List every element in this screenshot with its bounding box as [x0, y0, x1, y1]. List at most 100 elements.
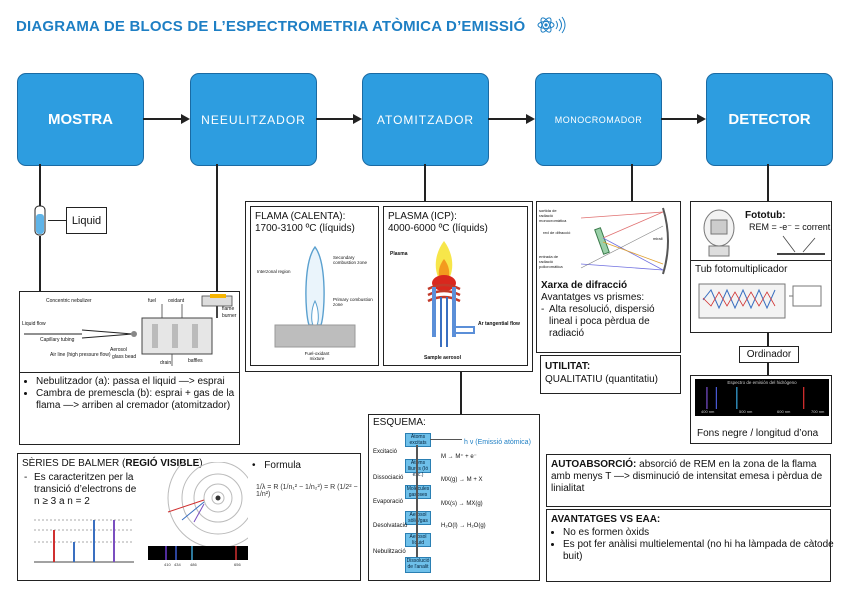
autoabsorcio-body: absorció de REM en la zona de la flama a…	[551, 459, 823, 494]
balmer-wl-3: 486	[190, 562, 197, 567]
aerosol-label: Aerosol	[110, 347, 127, 353]
balmer-wl-2: 434	[174, 562, 181, 567]
arrow-head-1	[181, 114, 190, 124]
nebulizer-notes: Nebulitzador (a): passa el liquid —> esp…	[24, 376, 246, 412]
energy-level-diagram	[34, 519, 134, 563]
esquema-reaction-2: MX(g) → M + X	[441, 477, 483, 483]
grating-subheading: Avantatges vs prismes:	[541, 292, 645, 303]
arrow-line-2	[316, 118, 353, 120]
capillary-label: Capillary tubing	[40, 337, 75, 343]
arrow-line-3	[488, 118, 526, 120]
balmer-wl-4: 656	[234, 562, 241, 567]
nebulizer-note-1: Nebulitzador (a): passa el liquid —> esp…	[36, 376, 246, 388]
esquema-box-5: Aerosol líquid	[405, 533, 431, 547]
block-atomitzador: ATOMITZADOR	[362, 73, 489, 166]
liquid-label: Liquid	[71, 214, 102, 227]
balmer-panel: SÈRIES DE BALMER (REGIÓ VISIBLE) - Es ca…	[17, 453, 361, 581]
connector-monocromador	[631, 164, 633, 201]
fototub-eq: REM = -e⁻ = corrent	[749, 222, 831, 232]
avantatges-item-2: Es pot fer anàlisi multielemental (no hi…	[563, 539, 835, 563]
esquema-step-3: Evaporació	[373, 499, 404, 505]
connector-ordinador-bottom	[767, 363, 769, 375]
autoabsorcio-heading: AUTOABSORCIÓ:	[551, 459, 637, 470]
avantatges-list: No es formen òxids Es pot fer anàlisi mu…	[551, 527, 835, 563]
esquema-step-5: Nebulització	[373, 549, 406, 555]
page-title-text: DIAGRAMA DE BLOCS DE L’ESPECTROMETRIA AT…	[16, 17, 526, 35]
utilitat-value: QUALITATIU (quantitatiu)	[545, 374, 658, 385]
esquema-box-2: Àtoms lliures (Ió exc.)	[405, 459, 431, 478]
block-atomitzador-label: ATOMITZADOR	[376, 112, 475, 127]
esquema-box-1: Àtoms excitats	[405, 433, 431, 447]
arrow-head-3	[526, 114, 535, 124]
bohr-orbit-diagram	[148, 462, 248, 560]
nebulizer-diagram	[24, 294, 233, 366]
monocromador-panel: sortida de radiació monocromàtica red de…	[536, 201, 681, 353]
block-detector-label: DETECTOR	[728, 111, 811, 128]
balmer-title-bold: REGIÓ VISIBLE	[125, 458, 200, 469]
spectrum-panel: Espectro de emisión del hidrógeno 400 nm…	[690, 375, 832, 444]
esquema-reaction-1: M → M⁺ + e⁻	[441, 454, 477, 460]
balmer-title-plain: SÈRIES DE BALMER (	[22, 458, 126, 469]
interzonal-label: Interzonal region	[257, 269, 291, 274]
spectrum-lines	[706, 387, 805, 409]
burner-label: burner	[222, 313, 237, 319]
detector-panel: Fototub: REM = -e⁻ = corrent Tub fotomul…	[690, 201, 832, 333]
esquema-box-4: Aerosol sòlid/gas	[405, 511, 431, 525]
balmer-bullet-dash: -	[24, 472, 28, 483]
grating-diagram	[580, 207, 669, 275]
flama-panel: FLAMA (CALENTA): 1700-3100 ºC (líquids) …	[250, 206, 379, 366]
esquema-emission-line	[430, 439, 462, 440]
balmer-title-end: )	[199, 458, 203, 469]
spectrum-tick-4: 700 nm	[811, 409, 825, 414]
primary-zone-label: Primary combustion zone	[333, 297, 373, 307]
fototub-title: Fototub:	[745, 210, 786, 221]
phototube-schematic	[777, 235, 825, 255]
nebulizer-panel: Concentric nebulizer Liquid flow Capilla…	[19, 291, 240, 445]
baffles-label: baffles	[188, 358, 203, 364]
esquema-reaction-3: MX(s) → MX(g)	[441, 501, 483, 507]
liquid-flow-label: Liquid flow	[22, 321, 46, 327]
secondary-zone-label: Secondary combustion zone	[333, 255, 368, 265]
block-mostra: MOSTRA	[17, 73, 144, 166]
esquema-panel: ESQUEMA: h ν (Emissió atòmica) Àtoms exc…	[368, 414, 540, 581]
connector-esquema	[460, 372, 462, 414]
sortida-label: sortida de radiació monocromàtica	[539, 208, 567, 223]
block-mostra-label: MOSTRA	[48, 111, 113, 128]
autoabsorcio-panel: AUTOABSORCIÓ: absorció de REM en la zona…	[546, 454, 831, 507]
red-label: red de difracció	[543, 230, 571, 235]
block-detector: DETECTOR	[706, 73, 833, 166]
esquema-step-4: Desolvatació	[373, 523, 408, 529]
formula-label-row: • Formula	[252, 460, 301, 472]
formula-label: Formula	[264, 460, 301, 471]
formula-bullet: •	[252, 460, 256, 471]
connector-mostra-2	[39, 236, 41, 311]
flama-temp: 1700-3100 ºC (líquids)	[255, 223, 355, 234]
flame-diagram	[274, 245, 356, 348]
esquema-step-2: Dissociació	[373, 475, 404, 481]
nebulizer-divider	[20, 372, 239, 373]
balmer-formula: 1/λ = R (1/n₁² − 1/n₂²) = R (1/2² − 1/n²…	[256, 484, 358, 498]
esquema-emission: h ν (Emissió atòmica)	[464, 439, 531, 446]
page-title: DIAGRAMA DE BLOCS DE L’ESPECTROMETRIA AT…	[16, 16, 566, 38]
flama-title: FLAMA (CALENTA):	[255, 211, 346, 222]
concentric-label: Concentric nebulizer	[46, 298, 92, 304]
esquema-title: ESQUEMA:	[373, 417, 426, 428]
sample-aerosol-label: Sample aerosol	[424, 355, 461, 361]
connector-mostra	[39, 164, 41, 206]
spectrum-caption: Fons negre / longitud d’ona	[697, 428, 819, 439]
plasma-label: Plasma	[390, 251, 408, 257]
esquema-box-3: Molècules gasoses	[405, 485, 431, 499]
hydrogen-spectrum: Espectro de emisión del hidrógeno 400 nm…	[695, 379, 829, 416]
block-nebulitzador-label: NEEULITZADOR	[201, 112, 306, 127]
esquema-box-6: Dissolució de l'analit	[405, 557, 431, 573]
avantatges-heading: AVANTATGES VS EAA:	[551, 514, 661, 525]
utilitat-panel: UTILITAT: QUALITATIU (quantitatiu)	[540, 355, 681, 394]
phototube-icon	[703, 209, 735, 257]
balmer-wl-1: 410	[164, 562, 171, 567]
detector-divider	[691, 260, 831, 261]
balmer-title: SÈRIES DE BALMER (REGIÓ VISIBLE)	[22, 458, 203, 470]
esquema-axis	[416, 445, 418, 557]
balmer-wavelengths: 410 434 486 656	[164, 562, 264, 570]
connector-ordinador-top	[767, 332, 769, 346]
plasma-temp: 4000-6000 ºC (líquids)	[388, 223, 488, 234]
